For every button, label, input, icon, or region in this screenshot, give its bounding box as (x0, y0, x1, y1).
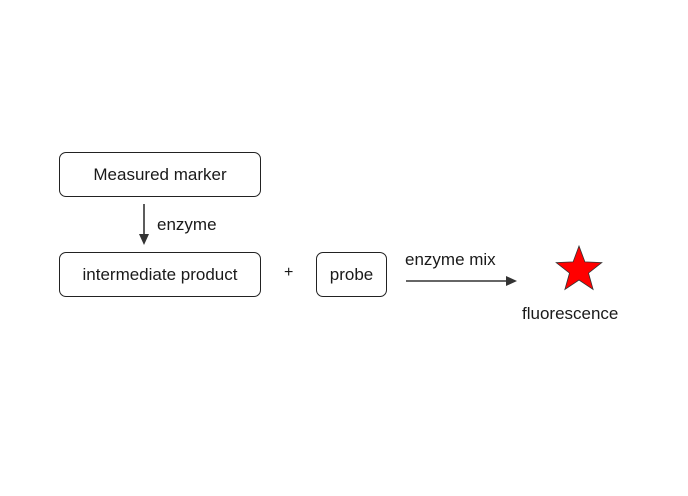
probe-label: probe (329, 264, 374, 284)
fluorescence-label: fluorescence (522, 304, 619, 323)
probe-node: probe (316, 252, 387, 297)
enzyme-label: enzyme (157, 215, 217, 234)
measured-marker-label: Measured marker (93, 164, 227, 184)
plus-operator: + (284, 264, 294, 281)
fluorescence-star-icon (555, 244, 603, 291)
enzyme-mix-arrow (406, 276, 517, 286)
enzyme-arrow (139, 204, 149, 245)
enzyme-mix-label: enzyme mix (405, 250, 496, 269)
intermediate-product-node: intermediate product (59, 252, 261, 297)
intermediate-product-label: intermediate product (82, 264, 238, 284)
measured-marker-node: Measured marker (59, 152, 261, 197)
